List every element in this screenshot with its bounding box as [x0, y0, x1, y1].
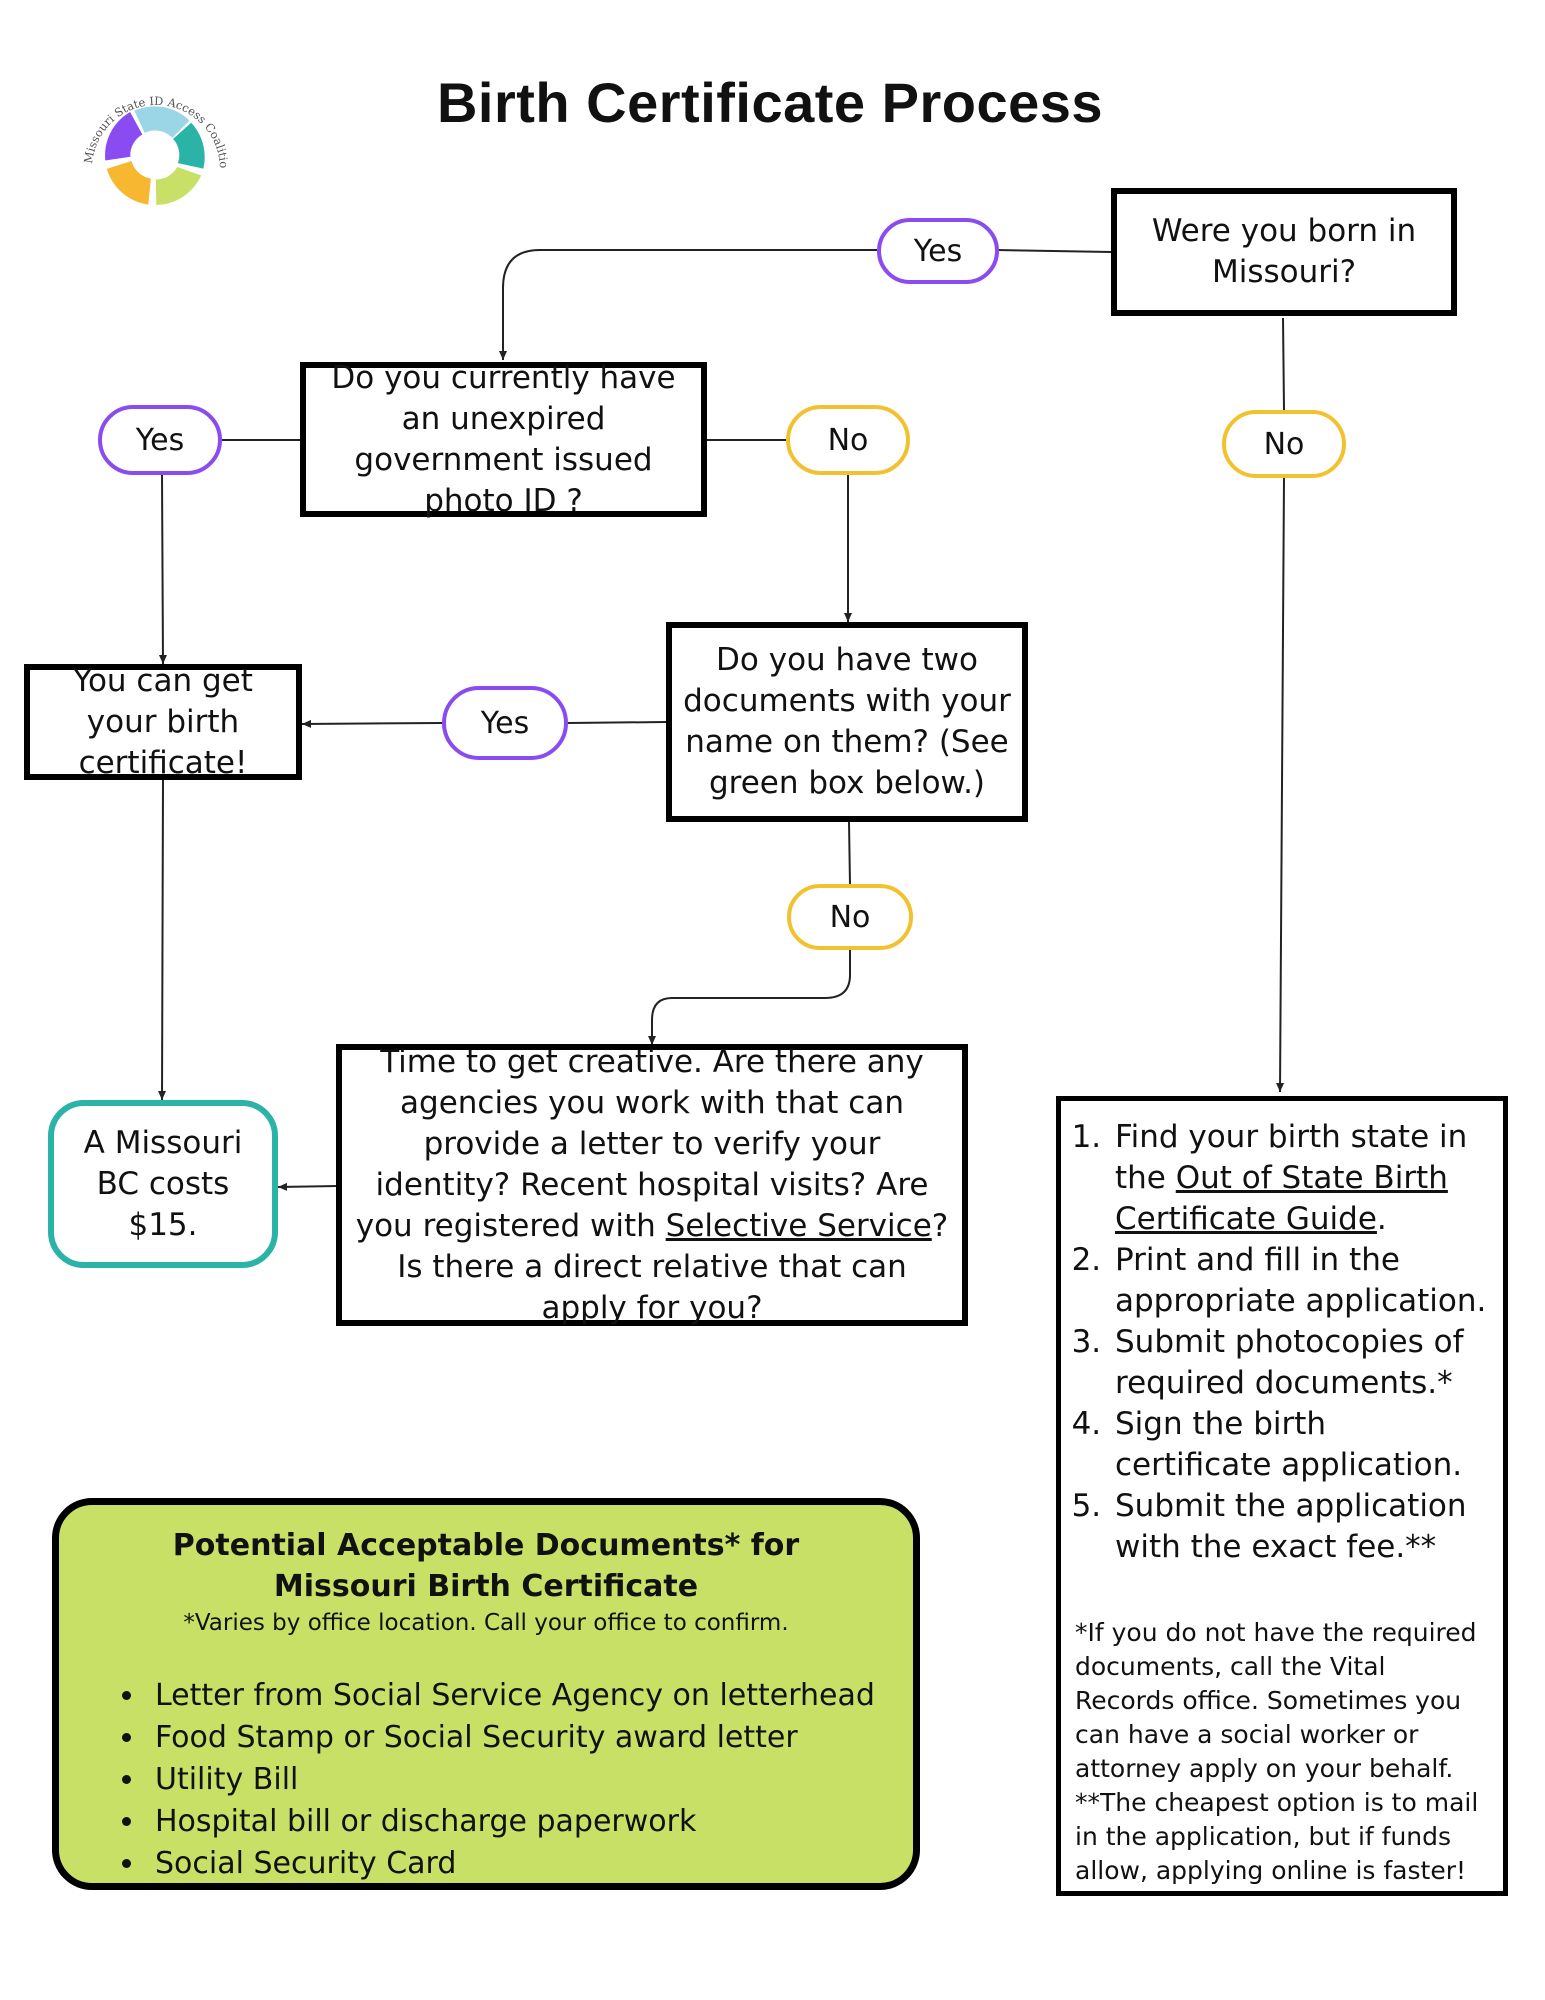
- node-two-documents: Do you have two documents with your name…: [666, 622, 1028, 822]
- pill-yes-photo-id: Yes: [98, 405, 222, 475]
- edge-twodocs-no: [848, 821, 851, 886]
- node-photo-id-text: Do you currently have an unexpired gover…: [331, 359, 676, 519]
- node-can-get-certificate: You can get your birth certificate!: [24, 663, 302, 781]
- step-4: Sign the birth certificate application.: [1111, 1404, 1489, 1486]
- edge-yes-photo-id: [499, 249, 877, 360]
- creative-text-after: ? Is there a direct relative that can ap…: [397, 1207, 949, 1326]
- step-3: Submit photocopies of required documents…: [1111, 1322, 1489, 1404]
- edge-twodocs-yes: [567, 721, 667, 724]
- edge-creative-cost: [277, 1182, 339, 1191]
- documents-list: Letter from Social Service Agency on let…: [83, 1675, 889, 1885]
- documents-box-title-1: Potential Acceptable Documents* for: [172, 1528, 800, 1563]
- node-born-in-missouri: Were you born in Missouri?: [1111, 188, 1457, 316]
- edge-born-yes: [994, 249, 1112, 253]
- pill-yes-born: Yes: [877, 218, 999, 284]
- note-cheapest-option: **The cheapest option is to mail in the …: [1075, 1788, 1479, 1885]
- node-two-documents-text: Do you have two documents with your name…: [683, 642, 1011, 801]
- step-1: Find your birth state in the Out of Stat…: [1111, 1117, 1489, 1240]
- pill-yes-two-documents: Yes: [442, 686, 568, 760]
- edge-yes-canget-left: [301, 719, 443, 728]
- step-1-text: Find your birth state in the: [1115, 1119, 1468, 1196]
- edge-canget-cost: [158, 779, 167, 1101]
- node-get-creative: Time to get creative. Are there any agen…: [336, 1044, 968, 1326]
- edge-no-outofstate: [1276, 477, 1285, 1093]
- acceptable-documents-box: Potential Acceptable Documents* for Miss…: [52, 1498, 920, 1890]
- step-5: Submit the application with the exact fe…: [1111, 1486, 1489, 1568]
- pill-no-two-documents: No: [787, 884, 913, 950]
- list-item: Food Stamp or Social Security award lett…: [147, 1717, 889, 1759]
- edge-yes-canget: [158, 474, 167, 665]
- node-photo-id: Do you currently have an unexpired gover…: [300, 360, 707, 519]
- list-item: Social Security Card: [147, 1843, 889, 1885]
- list-item: Letter from Social Service Agency on let…: [147, 1675, 889, 1717]
- page-title: Birth Certificate Process: [436, 71, 1104, 134]
- documents-box-subtitle: *Varies by office location. Call your of…: [183, 1610, 789, 1636]
- step-1-period: .: [1376, 1201, 1387, 1237]
- coalition-logo: Missouri State ID Access Coalition: [70, 60, 231, 205]
- creative-text-before: Time to get creative. Are there any agen…: [355, 1043, 929, 1244]
- node-cost-text: A Missouri BC costs $15.: [83, 1124, 243, 1243]
- out-of-state-notes: *If you do not have the required documen…: [1075, 1616, 1489, 1888]
- out-of-state-instructions: Find your birth state in the Out of Stat…: [1056, 1096, 1508, 1896]
- list-item: Hospital bill or discharge paperwork: [147, 1801, 889, 1843]
- out-of-state-steps: Find your birth state in the Out of Stat…: [1075, 1117, 1489, 1568]
- edge-no-creative: [648, 950, 851, 1045]
- pill-no-born: No: [1222, 410, 1346, 478]
- node-missouri-bc-cost: A Missouri BC costs $15.: [48, 1100, 278, 1268]
- selective-service-link[interactable]: Selective Service: [665, 1207, 932, 1244]
- node-creative-text: Time to get creative. Are there any agen…: [352, 1042, 952, 1329]
- documents-box-title-2: Missouri Birth Certificate: [273, 1569, 699, 1604]
- node-born-text: Were you born in Missouri?: [1151, 213, 1417, 290]
- pill-no-photo-id: No: [786, 405, 910, 475]
- step-2: Print and fill in the appropriate applic…: [1111, 1240, 1489, 1322]
- edge-born-no: [1282, 317, 1285, 411]
- node-can-get-text: You can get your birth certificate!: [73, 662, 253, 781]
- out-of-state-guide-link[interactable]: Out of State Birth Certificate Guide: [1115, 1160, 1448, 1237]
- note-required-documents: *If you do not have the required documen…: [1075, 1618, 1477, 1783]
- list-item: Utility Bill: [147, 1759, 889, 1801]
